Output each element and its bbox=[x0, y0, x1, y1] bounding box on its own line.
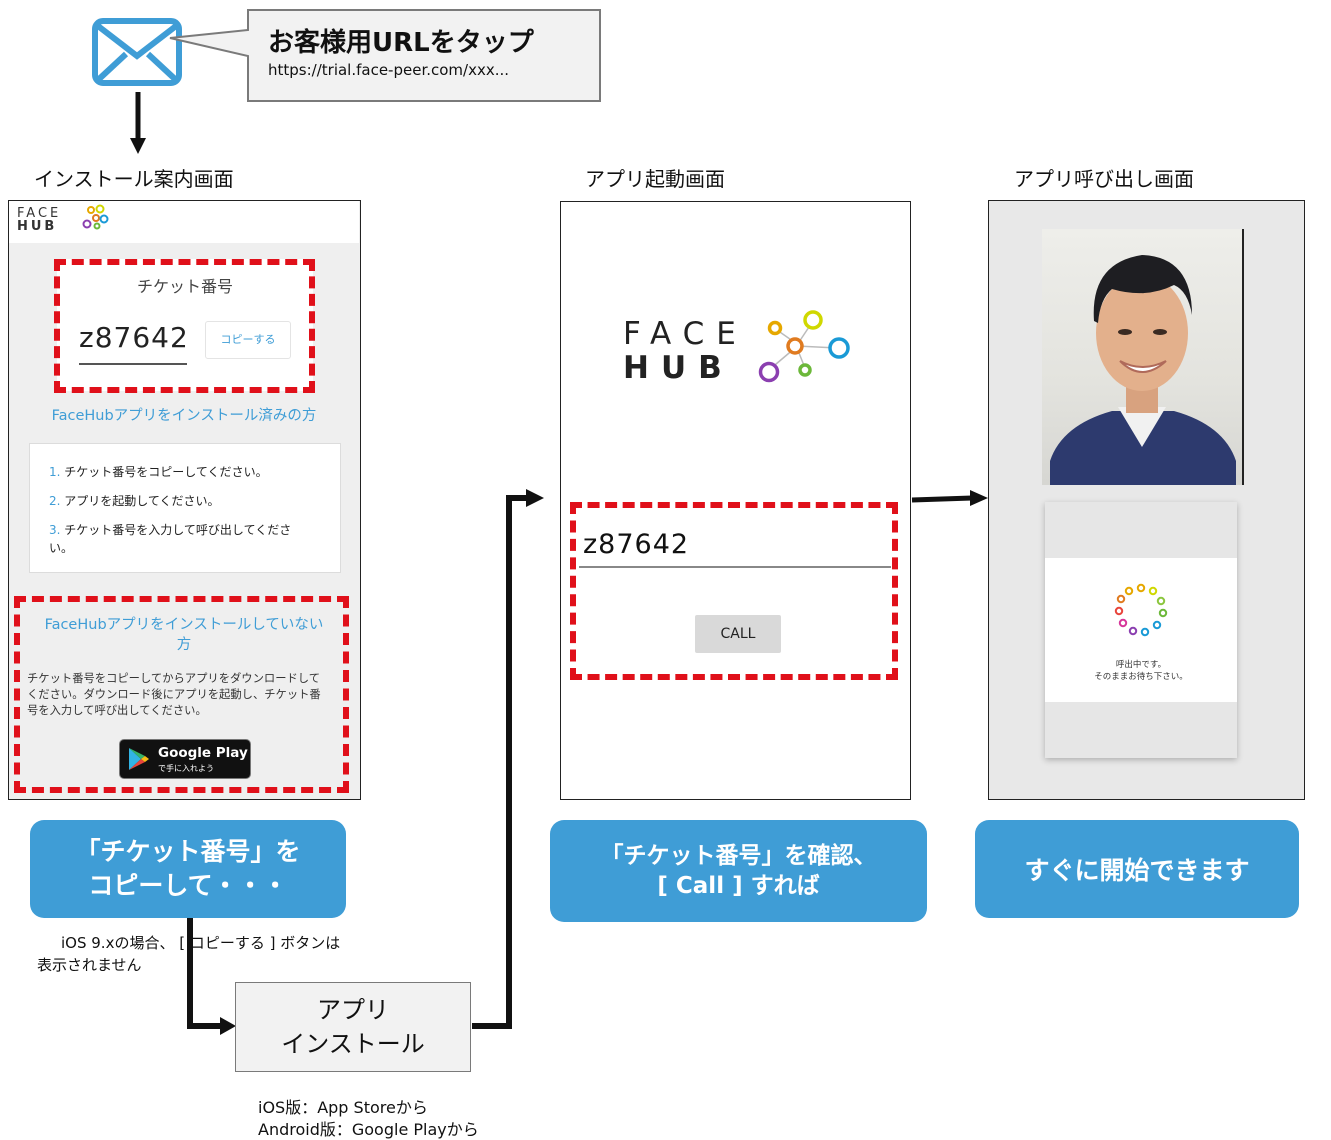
launch-screen: FACE HUB z87642 CALL bbox=[560, 201, 911, 800]
step-3-num: 3. bbox=[49, 523, 61, 537]
callout-url: https://trial.face-peer.com/xxx... bbox=[268, 61, 510, 79]
logo-small-rings-icon bbox=[82, 204, 109, 230]
label-confirm-line2: [ Call ] すれば bbox=[657, 873, 820, 899]
logo-large-rings-icon bbox=[758, 310, 850, 383]
caption-install-screen: インストール案内画面 bbox=[34, 167, 234, 191]
store-note-1: iOS版：App Storeから bbox=[258, 1098, 428, 1117]
not-installed-highlight bbox=[14, 596, 349, 793]
mail-icon bbox=[92, 18, 182, 86]
store-note-2: Android版：Google Playから bbox=[258, 1120, 479, 1139]
calling-dialog: 呼出中です。 そのままお待ち下さい。 bbox=[1045, 502, 1237, 758]
ticket-label: チケット番号 bbox=[136, 277, 233, 296]
logo-small-line2: HUB bbox=[17, 219, 58, 234]
callout-title: お客様用URLをタップ bbox=[268, 28, 534, 58]
label-copy-line1: 「チケット番号」を bbox=[75, 837, 301, 866]
install-header bbox=[9, 201, 359, 243]
logo-large-line1: FACE bbox=[623, 316, 748, 352]
caption-launch-screen: アプリ起動画面 bbox=[585, 167, 725, 191]
ios-note-1: iOS 9.xの場合、 [ コピーする ] ボタンは bbox=[61, 934, 341, 952]
calling-status-2: そのままお待ち下さい。 bbox=[1094, 672, 1188, 682]
ticket-number: z87642 bbox=[79, 321, 189, 354]
ticket-underline bbox=[79, 363, 187, 365]
step-1: 1. チケット番号をコピーしてください。 bbox=[49, 463, 268, 480]
google-play-sub: で手に入れよう bbox=[158, 764, 214, 773]
installed-heading: FaceHubアプリをインストール済みの方 bbox=[51, 408, 317, 424]
step-2-text: アプリを起動してください。 bbox=[64, 494, 220, 508]
install-box: アプリ インストール bbox=[235, 982, 471, 1072]
ticket-highlight bbox=[54, 259, 315, 393]
install-screen: FACE HUB チケット番号 z87642 コピーする FaceHubアプリを… bbox=[8, 200, 361, 800]
google-play-badge[interactable]: Google Play で手に入れよう bbox=[119, 739, 251, 779]
logo-large-line2: HUB bbox=[623, 350, 734, 386]
label-confirm-line1: 「チケット番号」を確認、 bbox=[600, 843, 877, 869]
step-3-text: チケット番号を入力して呼び出してくださ bbox=[64, 523, 292, 537]
launch-highlight bbox=[570, 502, 898, 680]
label-copy-line2: コピーして・・・ bbox=[88, 871, 288, 900]
not-installed-body-1: チケット番号をコピーしてからアプリをダウンロードして bbox=[27, 672, 321, 685]
google-play-main: Google Play bbox=[158, 745, 248, 761]
copy-button[interactable]: コピーする bbox=[205, 321, 291, 359]
portrait-photo bbox=[1042, 229, 1244, 485]
ticket-input-underline bbox=[579, 566, 891, 568]
calling-status-1: 呼出中です。 bbox=[1115, 660, 1167, 670]
person-photo bbox=[1050, 255, 1236, 485]
label-confirm: 「チケット番号」を確認、 [ Call ] すれば bbox=[550, 820, 927, 922]
arrow-launch-to-calling bbox=[911, 490, 988, 506]
not-installed-body-3: 号を入力して呼び出してください。 bbox=[27, 704, 207, 717]
not-installed-heading-1: FaceHubアプリをインストールしていない bbox=[44, 617, 324, 633]
label-copy: 「チケット番号」を コピーして・・・ bbox=[30, 820, 346, 918]
step-2-num: 2. bbox=[49, 494, 61, 508]
step-2: 2. アプリを起動してください。 bbox=[49, 492, 220, 509]
spinner-icon bbox=[1114, 583, 1168, 637]
steps-card bbox=[29, 443, 341, 573]
google-play-icon bbox=[129, 748, 149, 770]
step-3-cont: い。 bbox=[49, 541, 74, 555]
logo-small-line1: FACE bbox=[17, 206, 62, 221]
calling-screen: 呼出中です。 そのままお待ち下さい。 bbox=[988, 200, 1305, 800]
caption-calling-screen: アプリ呼び出し画面 bbox=[1014, 167, 1194, 191]
call-button[interactable]: CALL bbox=[695, 615, 781, 653]
step-1-text: チケット番号をコピーしてください。 bbox=[64, 465, 268, 479]
calling-dialog-body bbox=[1045, 558, 1237, 702]
callout-bubble bbox=[169, 9, 601, 102]
install-box-line1: アプリ bbox=[317, 996, 389, 1024]
step-3: 3. チケット番号を入力して呼び出してくださ bbox=[49, 521, 291, 538]
ios-note-2: 表示されません bbox=[37, 956, 142, 974]
logo-large: FACE HUB bbox=[623, 317, 748, 385]
logo-small: FACE HUB bbox=[17, 207, 61, 233]
label-start: すぐに開始できます bbox=[975, 820, 1299, 918]
not-installed-body-2: ください。ダウンロード後にアプリを起動し、チケット番 bbox=[27, 688, 321, 701]
install-box-line2: インストール bbox=[281, 1030, 425, 1058]
step-1-num: 1. bbox=[49, 465, 61, 479]
ticket-input[interactable]: z87642 bbox=[583, 529, 690, 560]
arrow-mail-down bbox=[130, 92, 146, 154]
not-installed-heading-2: 方 bbox=[176, 637, 192, 653]
